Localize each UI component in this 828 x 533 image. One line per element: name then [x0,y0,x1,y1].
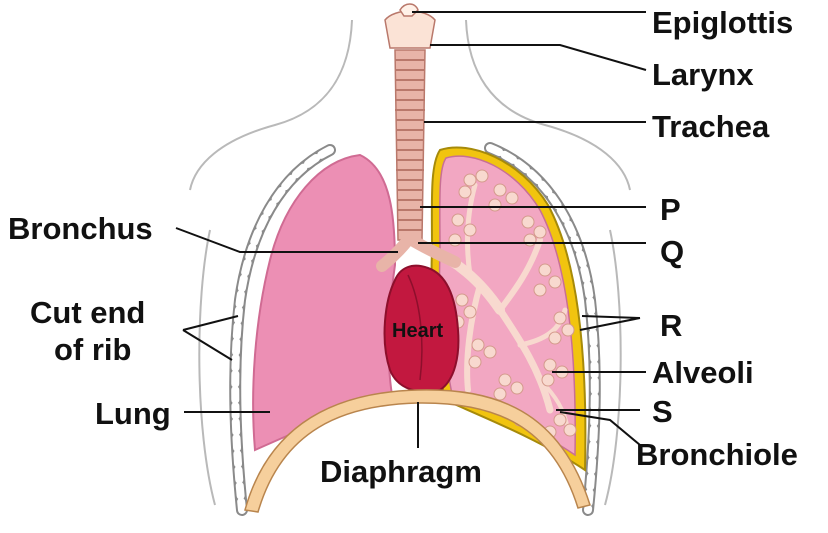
heart-label: Heart [392,320,443,342]
label-cut-end-line1: Cut end [30,295,145,330]
label-epiglottis: Epiglottis [652,5,793,40]
leader-lines [175,11,647,448]
label-bronchiole: Bronchiole [636,437,798,472]
label-cut-end-line2: of rib [54,332,132,367]
labels: Epiglottis Larynx Trachea P Q Bronchus C… [8,5,798,489]
cut-end-leader [182,315,239,361]
heart: Heart [383,264,460,393]
larynx-leader [430,44,647,71]
label-trachea: Trachea [652,109,770,144]
label-larynx: Larynx [652,57,754,92]
label-alveoli: Alveoli [652,355,754,390]
bronchus-leader [175,227,398,253]
right-rib-cage [484,142,601,516]
label-lung: Lung [95,396,171,431]
label-bronchus: Bronchus [8,211,153,246]
label-s: S [652,394,673,429]
trachea [384,3,436,241]
r-leader [579,315,641,331]
body-outline [189,19,631,506]
diaphragm [244,389,591,513]
label-q: Q [660,234,684,269]
left-rib-cage [229,144,336,516]
label-r: R [660,308,682,343]
main-bronchi [376,234,461,272]
bronchiole-leader [559,411,641,446]
label-p: P [660,192,681,227]
label-diaphragm: Diaphragm [320,454,482,489]
